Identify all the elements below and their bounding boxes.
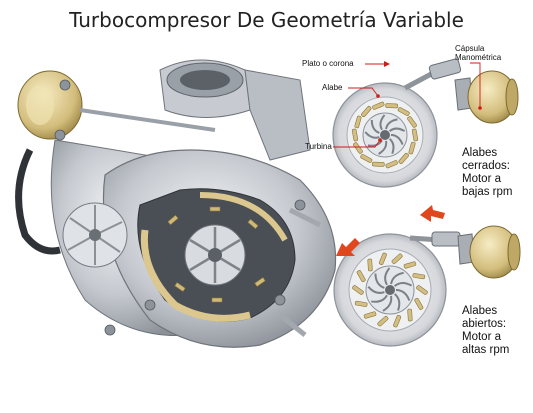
turbine-blade-open bbox=[371, 294, 388, 303]
state-closed: Alabes cerrados: Motor a bajas rpm bbox=[462, 147, 513, 199]
turbine-blade-closed bbox=[379, 114, 386, 131]
turbine-blade-open bbox=[382, 295, 393, 312]
diagram-title: Turbocompresor De Geometría Variable bbox=[69, 8, 464, 32]
guide-vane-open bbox=[367, 258, 373, 272]
state-open: Alabes abiertos: Motor a altas rpm bbox=[462, 305, 509, 357]
label-ring: Plato o corona bbox=[302, 59, 354, 68]
guide-vane-open bbox=[414, 297, 424, 310]
turbine-blade-open bbox=[367, 286, 385, 294]
stud-bolt bbox=[278, 313, 307, 337]
oil-pipe bbox=[15, 148, 61, 255]
turbocharger-cutaway bbox=[15, 59, 337, 348]
guide-vane-open bbox=[352, 285, 364, 295]
guide-vane-closed bbox=[411, 128, 419, 142]
guide-vane-open bbox=[416, 285, 428, 295]
guide-vane-open bbox=[391, 253, 403, 264]
guide-vane-open bbox=[403, 261, 417, 269]
state-closed-line2: cerrados: bbox=[462, 160, 510, 172]
turbine-blade-closed bbox=[388, 138, 395, 154]
guide-vane-closed bbox=[398, 152, 409, 164]
leader-turbine bbox=[333, 139, 381, 148]
guide-vane-open bbox=[378, 252, 387, 265]
guide-vane-closed bbox=[408, 141, 416, 155]
guide-vane-closed bbox=[385, 160, 398, 169]
turbine-blade-open bbox=[384, 267, 391, 286]
label-turbine: Turbina bbox=[305, 142, 332, 151]
label-capsule: Cápsula Manométrica bbox=[455, 44, 501, 62]
side-flange bbox=[244, 69, 311, 161]
rotation-arrows bbox=[336, 205, 445, 256]
leader-lines bbox=[333, 61, 482, 148]
label-vane: Alabe bbox=[322, 83, 343, 92]
turbine-blade-closed bbox=[378, 140, 388, 155]
state-closed-line4: bajas rpm bbox=[462, 186, 513, 198]
turbine-blade-open bbox=[374, 273, 385, 289]
guide-vane-closed bbox=[361, 106, 372, 118]
guide-vane-open bbox=[412, 273, 426, 280]
turbine-blade-closed bbox=[370, 119, 380, 134]
state-closed-line1: Alabes bbox=[462, 147, 498, 159]
guide-vane-closed bbox=[372, 101, 385, 110]
turbine-blade-open bbox=[393, 282, 413, 287]
vane-ring-closed bbox=[332, 58, 519, 188]
arrow-right bbox=[420, 205, 445, 222]
vane-ring-open bbox=[333, 225, 521, 347]
guide-vane-open bbox=[377, 316, 389, 327]
guide-vane-closed bbox=[397, 107, 410, 116]
guide-vane-open bbox=[356, 270, 366, 283]
turbine-blade-closed bbox=[390, 134, 404, 145]
turbine-blade-open bbox=[393, 293, 401, 311]
guide-vane-closed bbox=[351, 128, 359, 142]
guide-vane-open bbox=[393, 315, 402, 328]
guide-vane-open bbox=[354, 300, 368, 307]
guide-vane-closed bbox=[385, 103, 398, 109]
guide-vane-closed bbox=[407, 116, 417, 128]
turbine-blade-closed bbox=[388, 127, 406, 132]
state-open-line2: abiertos: bbox=[462, 318, 507, 330]
arrow-left bbox=[336, 238, 360, 256]
turbine-blade-open bbox=[390, 271, 404, 285]
turbine-blade-open bbox=[395, 289, 411, 301]
turbine-blade-closed bbox=[385, 118, 398, 130]
state-open-line1: Alabes bbox=[462, 305, 498, 317]
guide-vane-open bbox=[407, 308, 413, 322]
label-capsule-line2: Manométrica bbox=[455, 53, 502, 62]
leader-capsule bbox=[470, 62, 481, 108]
actuator-rod bbox=[79, 108, 216, 132]
leader-vane bbox=[348, 87, 379, 97]
brass-scroll bbox=[140, 229, 251, 322]
state-closed-line3: Motor a bbox=[462, 173, 501, 185]
turbine-blade-closed bbox=[364, 131, 380, 139]
guide-vane-closed bbox=[360, 154, 373, 163]
guide-vane-open bbox=[363, 311, 377, 319]
state-open-line4: altas rpm bbox=[462, 344, 510, 356]
lever-arm-closed bbox=[403, 69, 437, 91]
label-capsule-line1: Cápsula bbox=[455, 44, 485, 53]
guide-vane-closed bbox=[354, 115, 362, 129]
guide-vane-closed bbox=[372, 161, 385, 167]
state-open-line3: Motor a bbox=[462, 331, 501, 343]
